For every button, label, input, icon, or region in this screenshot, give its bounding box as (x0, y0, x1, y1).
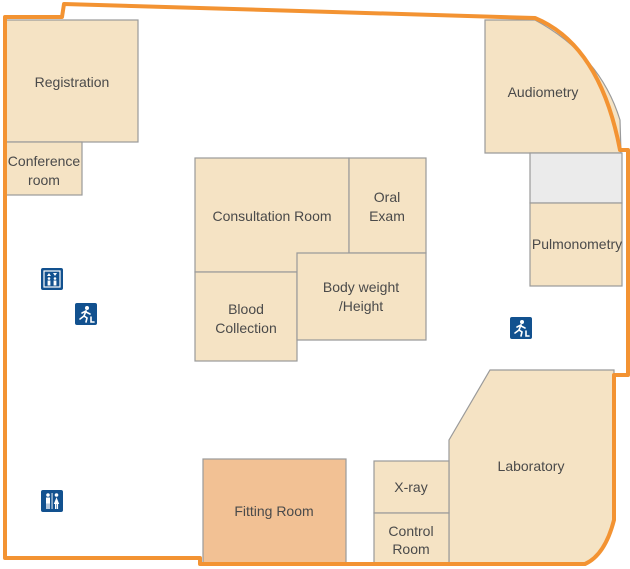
emergency-exit-icon (75, 303, 97, 325)
elevator-icon (41, 268, 63, 290)
conference-label-line1: Conference (8, 153, 81, 169)
blood-collection-label-line2: Collection (215, 320, 276, 336)
outer-wall (3, 2, 630, 566)
xray-room[interactable] (373, 460, 450, 514)
blood-collection-label-line1: Blood (228, 301, 264, 317)
body-weight-label-line2: /Height (339, 298, 383, 314)
fitting-room-label: Fitting Room (234, 503, 313, 519)
conference-label-line2: room (28, 172, 60, 188)
emergency-exit-icon (510, 317, 532, 339)
oral-exam-label-line1: Oral (374, 189, 400, 205)
body-weight-height-room[interactable] (296, 252, 427, 341)
control-room[interactable] (373, 512, 450, 564)
audiometry-label: Audiometry (508, 84, 579, 100)
pulmonometry-room[interactable] (529, 202, 623, 287)
unlabeled-room[interactable] (529, 152, 623, 204)
fitting-room[interactable] (202, 458, 347, 564)
restroom-icon (41, 490, 63, 512)
oral-exam-room[interactable] (348, 157, 427, 254)
body-weight-label-line1: Body weight (323, 279, 399, 295)
blood-collection-room[interactable] (194, 271, 298, 362)
registration-label: Registration (35, 74, 110, 90)
conference-room[interactable] (5, 141, 83, 196)
consultation-label: Consultation Room (212, 208, 331, 224)
laboratory-label: Laboratory (498, 458, 565, 474)
audiometry-room[interactable] (484, 19, 622, 154)
control-room-label-line2: Room (392, 541, 429, 557)
pulmonometry-label: Pulmonometry (532, 236, 622, 252)
registration-room[interactable] (5, 19, 139, 143)
oral-exam-label-line2: Exam (369, 208, 405, 224)
xray-label: X-ray (394, 479, 427, 495)
control-room-label-line1: Control (388, 523, 433, 539)
